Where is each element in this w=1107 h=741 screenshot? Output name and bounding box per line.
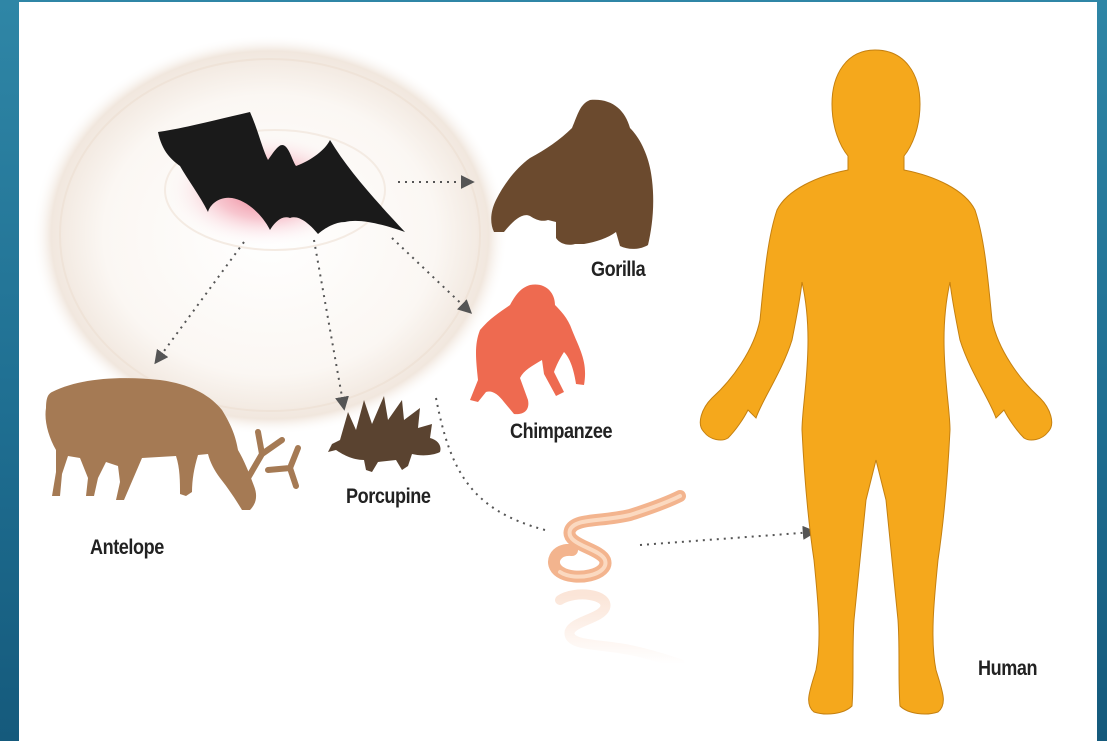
arrow-chimp-virus xyxy=(436,398,545,530)
arrow-virus-human xyxy=(640,532,814,545)
gorilla-icon xyxy=(491,100,653,249)
label-porcupine: Porcupine xyxy=(346,485,430,509)
label-chimpanzee: Chimpanzee xyxy=(510,420,612,444)
virus-icon xyxy=(554,496,680,577)
label-human: Human xyxy=(978,657,1037,681)
label-gorilla: Gorilla xyxy=(591,258,645,282)
virus-reflection xyxy=(560,594,680,664)
label-antelope: Antelope xyxy=(90,536,164,560)
human-icon xyxy=(700,50,1051,714)
antlers-icon xyxy=(248,432,298,486)
